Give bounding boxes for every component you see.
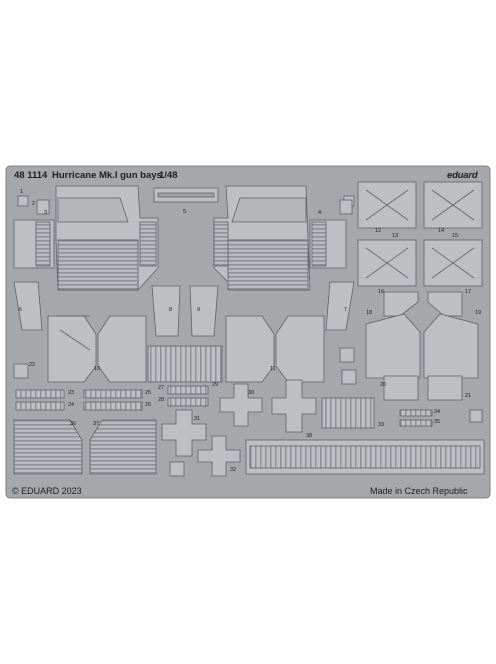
part-number: 36 <box>70 421 77 427</box>
part-5-slot <box>157 192 215 198</box>
part-1 <box>17 195 29 207</box>
part-23 <box>15 389 65 399</box>
part-8 <box>151 285 181 337</box>
part-21 <box>427 375 463 401</box>
part-2b <box>339 199 353 215</box>
bay-right-ribbing <box>227 239 309 291</box>
set-title: Hurricane Mk.I gun bays <box>52 170 162 181</box>
part-22a <box>13 363 29 379</box>
part-number: 11 <box>270 366 276 372</box>
part-number: 10 <box>94 366 101 372</box>
part-number: 2 <box>32 201 36 207</box>
part-number: 35 <box>434 419 441 425</box>
part-22c <box>341 369 357 385</box>
part-number: 3 <box>44 210 48 216</box>
part-number: 27 <box>158 385 165 391</box>
part-number: 16 <box>378 289 385 295</box>
part-number: 28 <box>158 397 165 403</box>
part-number: 5 <box>183 209 187 215</box>
part-number: 8 <box>169 307 173 313</box>
part-22e <box>169 461 185 477</box>
part-number: 4 <box>318 210 322 216</box>
part-number: 18 <box>366 310 373 316</box>
part-19 <box>423 313 479 379</box>
part-number: 26 <box>145 402 152 408</box>
part-18 <box>365 313 421 379</box>
part-35 <box>399 419 433 427</box>
part-number: 37 <box>93 421 100 427</box>
part-34 <box>399 409 433 417</box>
part-number: 34 <box>434 409 441 415</box>
part-number: 6 <box>19 307 23 313</box>
part-6 <box>13 281 43 331</box>
part-27 <box>147 345 223 383</box>
part-number: 20 <box>380 382 387 388</box>
bay-left-roof <box>57 197 129 223</box>
product-code: 48 1114 <box>14 170 48 181</box>
part-number: 31 <box>194 416 201 422</box>
part-number: 19 <box>475 310 482 316</box>
part-37 <box>89 419 157 475</box>
bay-right-side <box>213 221 229 267</box>
part-number: 21 <box>465 393 472 399</box>
part-2 <box>36 199 50 215</box>
scale-label: 1/48 <box>159 170 178 181</box>
part-28 <box>167 385 209 395</box>
part-32 <box>197 435 241 477</box>
part-4-side-rib <box>311 221 327 267</box>
part-20 <box>383 375 419 401</box>
part-16 <box>383 291 419 317</box>
part-number: 38 <box>306 433 313 439</box>
origin-text: Made in Czech Republic <box>370 486 468 496</box>
part-7 <box>325 281 355 331</box>
part-22b <box>339 347 355 363</box>
part-number: 25 <box>145 390 152 396</box>
part-24 <box>15 401 65 411</box>
part-number: 7 <box>344 307 348 313</box>
part-number: 29 <box>212 382 219 388</box>
bay-right-roof <box>231 197 307 223</box>
part-number: 22 <box>29 362 36 368</box>
part-number: 13 <box>392 233 399 239</box>
part-38-ribs <box>249 445 481 469</box>
part-3-side-rib <box>35 221 51 267</box>
part-25 <box>83 389 143 399</box>
part-30b <box>271 379 317 433</box>
part-number: 30 <box>248 390 255 396</box>
part-number: 12 <box>375 228 382 234</box>
bay-left-ribbing <box>57 239 139 291</box>
part-17 <box>427 291 463 317</box>
part-number: 1 <box>20 189 24 195</box>
brand-logo: eduard <box>447 170 478 181</box>
part-number: 15 <box>452 233 459 239</box>
part-number: 33 <box>378 422 385 428</box>
part-number: 23 <box>68 390 75 396</box>
part-10-right <box>97 315 147 383</box>
part-number: 32 <box>230 467 237 473</box>
part-number: 17 <box>465 289 472 295</box>
part-31 <box>161 409 207 457</box>
part-36 <box>13 419 83 475</box>
part-33 <box>321 397 375 429</box>
part-9 <box>189 285 219 337</box>
part-11-right <box>275 315 325 383</box>
part-number: 24 <box>68 402 75 408</box>
part-30a <box>219 383 263 427</box>
part-26 <box>83 401 143 411</box>
part-22d <box>469 409 483 423</box>
copyright-text: © EDUARD 2023 <box>12 486 82 496</box>
part-11-left <box>225 315 275 383</box>
part-15 <box>423 239 483 287</box>
part-number: 14 <box>438 228 445 234</box>
bay-left-side <box>139 221 157 267</box>
part-29 <box>167 397 209 407</box>
part-number: 9 <box>197 307 201 313</box>
